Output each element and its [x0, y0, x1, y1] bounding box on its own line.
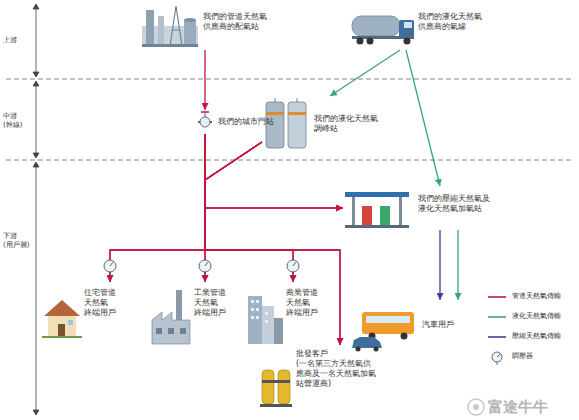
node-text-group: 汽車用戶	[422, 320, 466, 330]
node-label: 工業管道 天然氣 終端用戶	[194, 288, 236, 318]
stage-label: 上游	[3, 36, 33, 45]
node-text-group: 我們的管道天然氣 供應商的配氣站	[203, 12, 273, 32]
node-text-group: 我們的液化天然氣 調峰站	[314, 114, 386, 134]
wholesale-tanks-icon	[260, 370, 292, 407]
flow-connector	[205, 142, 293, 282]
house-icon	[42, 300, 82, 338]
node-text-group: 住宅管道 天然氣 終端用戶	[84, 288, 126, 318]
flow-connector	[330, 50, 400, 96]
node-text-group: 我們的壓縮天然氣及 液化天然氣加氣站	[418, 194, 498, 214]
gas-station-icon	[345, 192, 409, 228]
stage-bracket	[33, 4, 39, 415]
flow-connector	[457, 230, 458, 300]
node-label: 我們的管道天然氣 供應商的配氣站	[203, 12, 273, 32]
node-box: 我們的液化天然氣 供應商的氣罐	[348, 2, 490, 50]
legend-text: 管道天然氣傳輸	[512, 292, 561, 301]
pressure-regulator-symbol	[104, 260, 502, 365]
node-box: 汽車用戶	[350, 300, 472, 352]
watermark-logo	[468, 399, 484, 415]
node-text-group: 我們的城市門站	[218, 117, 282, 127]
node-box: 我們的壓縮天然氣及 液化天然氣加氣站	[343, 186, 500, 230]
flow-connector	[110, 142, 262, 282]
node-box: 我們的液化天然氣 調峰站	[262, 96, 388, 152]
node-text-group: 我們的液化天然氣 供應商的氣罐	[418, 12, 488, 32]
stage-label: 下游 (用戶層)	[3, 232, 33, 250]
node-label: 我們的壓縮天然氣及 液化天然氣加氣站	[418, 194, 498, 214]
node-label: 我們的液化天然氣 調峰站	[314, 114, 386, 134]
flow-connector	[205, 142, 262, 282]
node-box: 住宅管道 天然氣 終端用戶	[42, 282, 130, 338]
stage-label: 中游 (幹線)	[3, 112, 33, 130]
legend-text: 液化天然氣傳輸	[512, 312, 561, 321]
factory-icon	[152, 290, 190, 344]
node-label: 我們的城市門站	[218, 117, 282, 127]
distribution-station-icon	[142, 6, 198, 47]
stage-divider	[6, 79, 573, 160]
flow-connector	[205, 142, 343, 208]
node-label: 商業管道 天然氣 終端用戶	[286, 288, 328, 318]
node-box: 我們的管道天然氣 供應商的配氣站	[140, 2, 275, 50]
node-box: 商業管道 天然氣 終端用戶	[245, 282, 335, 345]
node-text-group: 批發客戶(一名第三方天然氣供 應商及一名天然氣加氣 站營運商)	[296, 349, 396, 389]
node-text-group: 工業管道 天然氣 終端用戶	[194, 288, 236, 318]
legend-line-sample	[488, 297, 506, 337]
vehicle-icon	[352, 312, 414, 352]
node-label: 批發客戶	[296, 349, 396, 359]
node-label: 汽車用戶	[422, 320, 466, 330]
node-note: (一名第三方天然氣供 應商及一名天然氣加氣 站營運商)	[296, 359, 396, 389]
lng-tanker-icon	[352, 16, 414, 45]
flow-connector	[204, 50, 205, 110]
node-text-group: 商業管道 天然氣 終端用戶	[286, 288, 328, 318]
node-label: 我們的液化天然氣 供應商的氣罐	[418, 12, 488, 32]
city-gate-valve-icon	[198, 112, 212, 127]
node-box: 工業管道 天然氣 終端用戶	[150, 282, 242, 345]
watermark: 富途牛牛	[488, 398, 572, 417]
node-box: 批發客戶(一名第三方天然氣供 應商及一名天然氣加氣 站營運商)	[258, 345, 400, 417]
flow-connector	[439, 230, 440, 300]
legend-text: 調壓器	[512, 352, 533, 361]
flow-connector	[110, 134, 205, 282]
node-label: 住宅管道 天然氣 終端用戶	[84, 288, 126, 318]
flow-connector	[406, 50, 440, 186]
node-box: 我們的城市門站	[196, 110, 284, 134]
legend-text: 壓縮天然氣傳輸	[512, 332, 561, 341]
commercial-building-icon	[248, 296, 283, 344]
